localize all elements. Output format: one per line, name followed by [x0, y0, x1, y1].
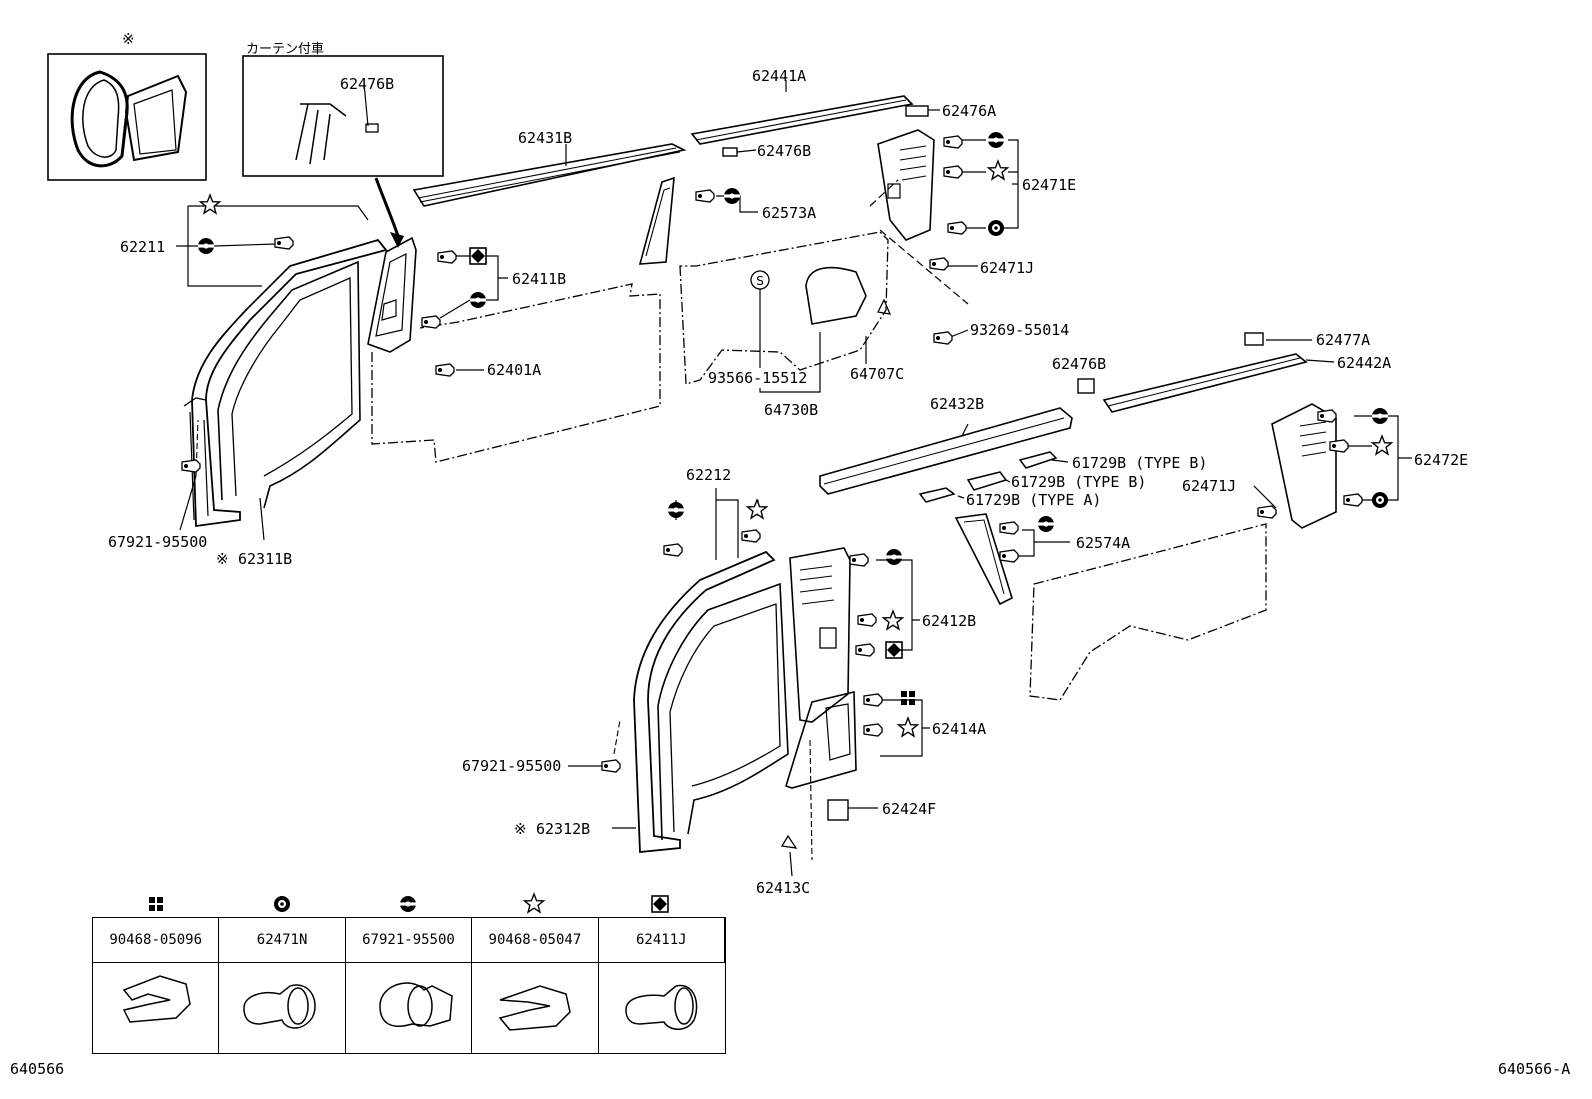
- callout-62312B-mark: ※: [514, 820, 527, 838]
- callout-62476B: 62476B: [757, 142, 812, 160]
- callout-62311B-mark: ※: [216, 550, 229, 568]
- callout-62424F: 62424F: [882, 800, 937, 818]
- legend-sketch-clip-2: [219, 962, 346, 1053]
- footer-left-code: 640566: [10, 1060, 65, 1078]
- callout-93566-15512: 93566-15512: [708, 369, 808, 387]
- callout-62401A: 62401A: [487, 361, 542, 379]
- callout-62412B: 62412B: [922, 612, 977, 630]
- callout-62432B: 62432B: [930, 395, 985, 413]
- callout-62414A: 62414A: [932, 720, 987, 738]
- callout-62441A: 62441A: [752, 67, 807, 85]
- callout-62411B: 62411B: [512, 270, 567, 288]
- legend-sketch-clip-1: [93, 962, 220, 1053]
- legend-icons: [149, 893, 669, 913]
- callout-62212: 62212: [686, 466, 732, 484]
- callout-61729B-type-a: 61729B (TYPE A): [966, 491, 1102, 509]
- legend-part-62411J: 62411J: [599, 918, 725, 962]
- callout-62476B-inset: 62476B: [340, 75, 395, 93]
- fastener-symbols: S: [181, 132, 1393, 773]
- callout-62431B: 62431B: [518, 129, 573, 147]
- callout-62442A: 62442A: [1337, 354, 1392, 372]
- callout-93269-55014: 93269-55014: [970, 321, 1070, 339]
- callout-62477A: 62477A: [1316, 331, 1371, 349]
- callout-62471E: 62471E: [1022, 176, 1077, 194]
- curtain-box-title: カーテン付車: [246, 42, 325, 57]
- callout-61729B-type-b-2: 61729B (TYPE B): [1011, 473, 1147, 491]
- legend-part-90468-05096: 90468-05096: [93, 918, 220, 962]
- callout-62471J: 62471J: [980, 259, 1035, 277]
- callout-62574A: 62574A: [1076, 534, 1131, 552]
- callout-62476B-right: 62476B: [1052, 355, 1107, 373]
- callout-62471J-right: 62471J: [1182, 477, 1237, 495]
- legend-sketch-clip-5: [598, 962, 725, 1053]
- callout-67921-95500-left: 67921-95500: [108, 533, 208, 551]
- callout-62312B: 62312B: [536, 820, 591, 838]
- legend-part-67921-95500: 67921-95500: [346, 918, 473, 962]
- callout-62413C: 62413C: [756, 879, 811, 897]
- s-mark: S: [756, 274, 764, 288]
- callout-61729B-type-b-1: 61729B (TYPE B): [1072, 454, 1208, 472]
- callout-67921-95500-mid: 67921-95500: [462, 757, 562, 775]
- callout-62472E: 62472E: [1414, 451, 1469, 469]
- footer-right-code: 640566-A: [1498, 1060, 1571, 1078]
- callout-64730B: 64730B: [764, 401, 819, 419]
- legend-sketch-clip-3: [345, 962, 473, 1053]
- callout-64707C: 64707C: [850, 365, 905, 383]
- legend-sketch-clip-4: [472, 962, 599, 1053]
- callout-62211: 62211: [120, 238, 166, 256]
- legend-part-90468-05047: 90468-05047: [472, 918, 599, 962]
- callout-62311B: 62311B: [238, 550, 293, 568]
- legend-part-62471N: 62471N: [219, 918, 346, 962]
- callout-62573A: 62573A: [762, 204, 817, 222]
- callout-62476A: 62476A: [942, 102, 997, 120]
- fastener-legend-table: 90468-05096 62471N 67921-95500 90468-050…: [92, 917, 726, 1054]
- ref-mark-header: ※: [122, 30, 135, 48]
